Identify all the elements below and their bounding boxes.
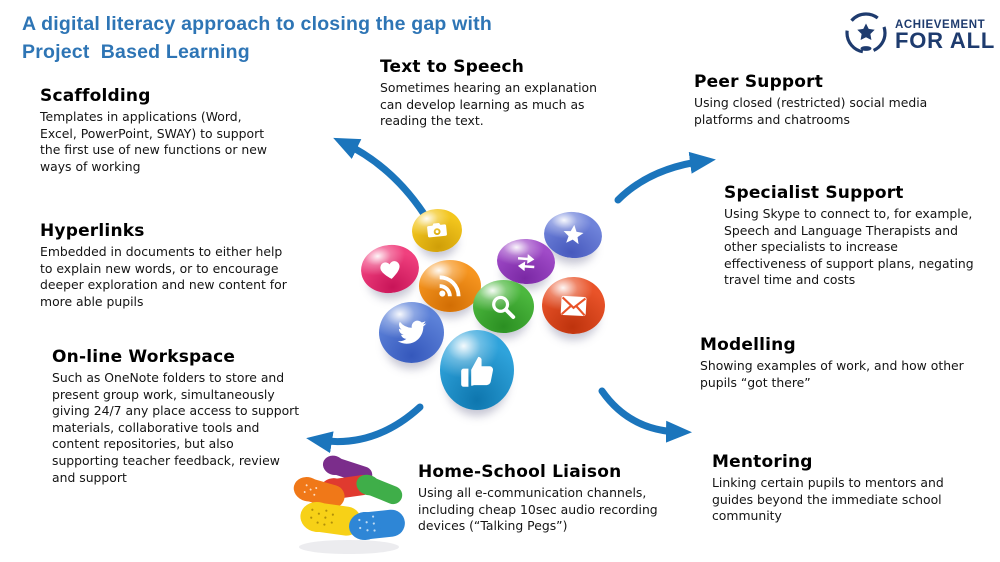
section-heading: Mentoring	[712, 452, 813, 472]
peg-yellow	[300, 501, 362, 536]
heart-icon	[357, 241, 423, 297]
curved-arrow-top-left	[333, 137, 428, 218]
section-body: Using closed (restricted) social media p…	[694, 95, 928, 127]
achievement-for-all-badge-icon	[843, 10, 889, 60]
section-heading: Text to Speech	[380, 57, 525, 77]
curved-arrow-bottom-left	[306, 403, 424, 454]
rss-icon	[419, 260, 481, 312]
section-heading: Specialist Support	[724, 183, 904, 203]
peg-blue	[349, 509, 405, 540]
search-icon	[473, 280, 534, 333]
section-heading: Home-School Liaison	[418, 462, 622, 482]
section-mentoring: Mentoring Linking certain pupils to ment…	[712, 452, 980, 525]
section-heading: Modelling	[700, 335, 796, 355]
section-body: Using Skype to connect to, for example, …	[724, 206, 974, 288]
page-title: A digital literacy approach to closing t…	[22, 13, 492, 64]
curved-arrow-bottom-right	[598, 387, 692, 443]
section-heading: On-line Workspace	[52, 347, 236, 367]
logo-line1: ACHIEVEMENT	[895, 18, 986, 31]
peg-orange	[293, 477, 345, 509]
section-body: Templates in applications (Word, Excel, …	[40, 109, 267, 174]
star-icon	[541, 209, 605, 261]
section-body: Sometimes hearing an explanation can dev…	[380, 80, 597, 129]
section-body: Embedded in documents to either help to …	[40, 244, 287, 309]
section-modelling: Modelling Showing examples of work, and …	[700, 335, 980, 391]
camera-icon	[409, 206, 465, 255]
section-body: Such as OneNote folders to store and pre…	[52, 370, 300, 485]
section-specialist-support: Specialist Support Using Skype to connec…	[724, 183, 982, 289]
section-heading: Peer Support	[694, 72, 824, 92]
talking-pegs-illustration	[293, 455, 405, 554]
section-body: Showing examples of work, and how other …	[700, 358, 964, 390]
section-hyperlinks: Hyperlinks Embedded in documents to eith…	[40, 221, 298, 310]
section-scaffolding: Scaffolding Templates in applications (W…	[40, 86, 278, 175]
mail-envelope-icon	[540, 275, 607, 336]
section-text-to-speech: Text to Speech Sometimes hearing an expl…	[380, 57, 620, 130]
section-home-school-liaison: Home-School Liaison Using all e-communic…	[418, 462, 676, 535]
logo-line2: FOR ALL	[895, 27, 996, 53]
section-heading: Hyperlinks	[40, 221, 145, 241]
section-body: Using all e-communication channels, incl…	[418, 485, 658, 534]
section-online-workspace: On-line Workspace Such as OneNote folder…	[52, 347, 302, 486]
logo-text: ACHIEVEMENT FOR ALL	[895, 19, 995, 52]
twitter-bird-icon	[379, 302, 444, 363]
thumbs-up-icon	[440, 330, 514, 410]
section-heading: Scaffolding	[40, 86, 151, 106]
swap-arrows-icon	[495, 237, 557, 286]
section-peer-support: Peer Support Using closed (restricted) s…	[694, 72, 946, 128]
achievement-for-all-logo: ACHIEVEMENT FOR ALL	[843, 10, 995, 60]
section-body: Linking certain pupils to mentors and gu…	[712, 475, 944, 524]
curved-arrow-top-right	[614, 151, 716, 204]
peg-green	[356, 474, 403, 505]
